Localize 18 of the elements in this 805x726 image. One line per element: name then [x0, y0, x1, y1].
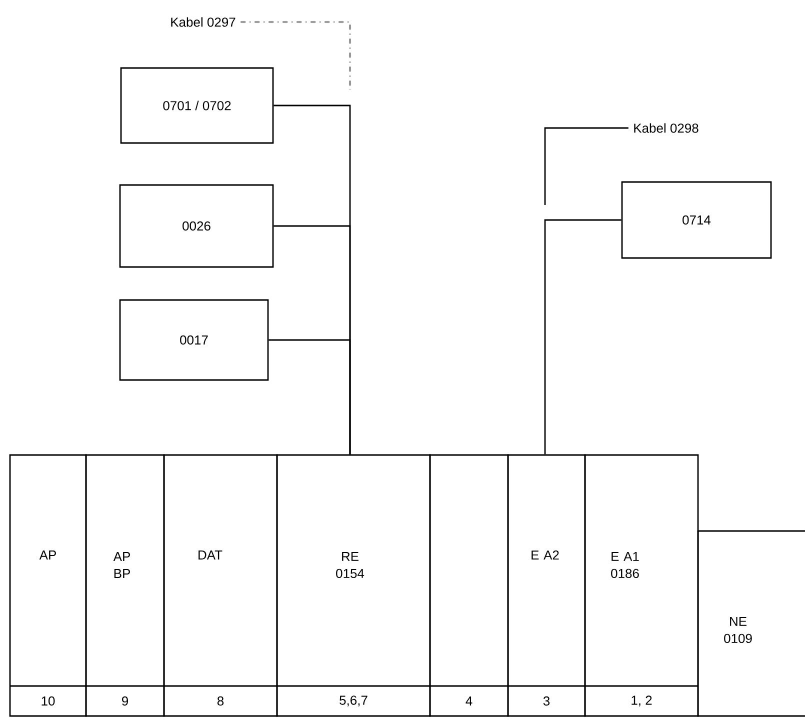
leader-line: [240, 22, 350, 90]
slot: 4: [429, 454, 509, 717]
slot: AP 10: [9, 454, 87, 717]
cable-label: Kabel 0298: [634, 123, 698, 133]
slot: E A2 3: [507, 454, 586, 717]
slot: RE 0154 5,6,7: [276, 454, 431, 717]
unit-box: 0017: [119, 299, 269, 381]
cable-line: [268, 339, 351, 454]
cable-label: Kabel 0297: [171, 17, 236, 27]
slot: AP BP 9: [85, 454, 165, 717]
slot: E A1 0186 1, 2: [584, 454, 699, 717]
cable-line: [544, 219, 622, 454]
unit-box: 0701 / 0702: [120, 67, 274, 144]
unit-box: 0026: [119, 184, 274, 268]
leader-line: [544, 127, 628, 205]
unit-box: 0714: [621, 181, 772, 259]
power-unit: NE 0109: [697, 530, 805, 717]
slot: DAT 8: [163, 454, 278, 717]
